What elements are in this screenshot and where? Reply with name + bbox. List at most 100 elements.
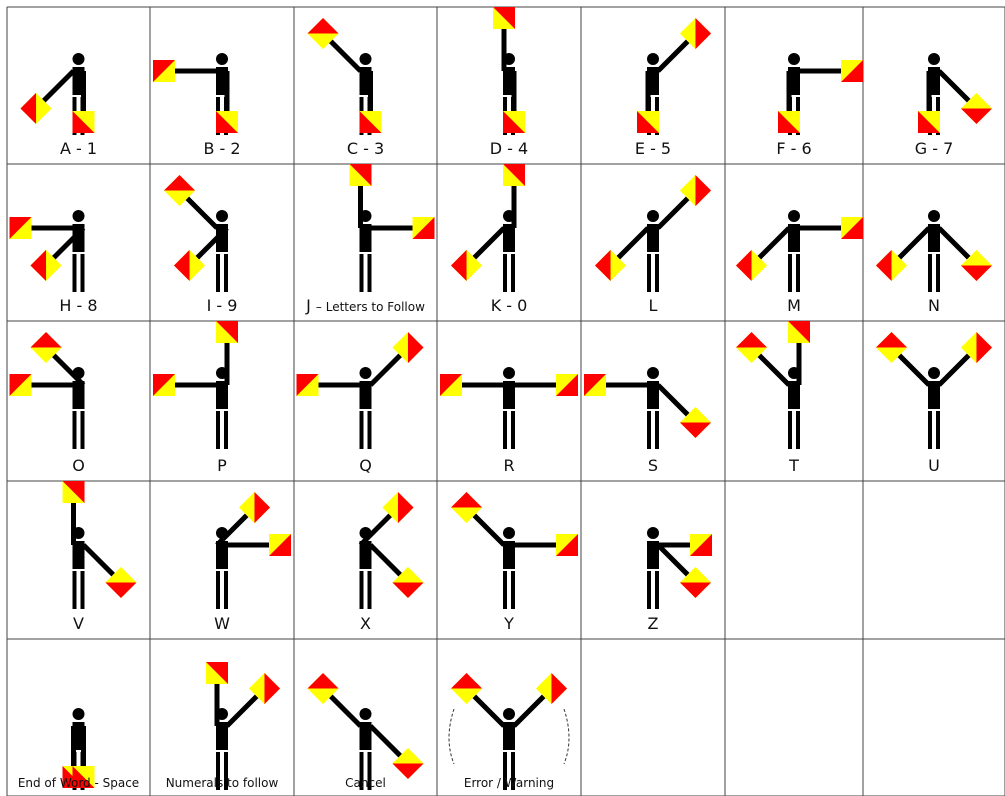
arm [44, 71, 74, 101]
semaphore-cell: M [736, 210, 863, 315]
cells: A - 1B - 2C - 3D - 4E - 5F - 6G - 7H - 8… [10, 7, 993, 790]
semaphore-flag [493, 7, 515, 29]
cell-label: H - 8 [59, 296, 97, 315]
semaphore-cell: Z [647, 527, 712, 633]
figure-leg [73, 254, 77, 292]
arm [514, 696, 544, 726]
semaphore-cell: T [736, 321, 810, 475]
stick-figure [647, 367, 659, 449]
figure-torso [503, 224, 515, 252]
figure-leg [928, 254, 932, 292]
semaphore-flag [556, 534, 578, 556]
figure-head [360, 367, 372, 379]
semaphore-cell: W [214, 492, 291, 633]
semaphore-cell: J – Letters to Follow [305, 164, 434, 315]
figure-torso [360, 224, 372, 252]
arm [474, 228, 504, 258]
semaphore-flag [216, 111, 238, 133]
semaphore-flag [440, 374, 462, 396]
figure-head [928, 210, 940, 222]
cell-label: U [928, 456, 940, 475]
arm [658, 545, 688, 575]
figure-head [647, 367, 659, 379]
semaphore-flag [153, 60, 175, 82]
cell-label: O [72, 456, 85, 475]
figure-head [216, 53, 228, 65]
figure-torso [360, 381, 372, 409]
semaphore-flag [360, 111, 382, 133]
cell-label: G - 7 [915, 139, 954, 158]
semaphore-cell: X [360, 492, 424, 633]
figure-torso [647, 381, 659, 409]
semaphore-flag [63, 481, 85, 503]
cell-label: Numerals to follow [166, 776, 279, 790]
figure-torso [928, 224, 940, 252]
arm [371, 355, 401, 385]
figure-leg [216, 254, 220, 292]
figure-leg [655, 571, 659, 609]
figure-leg [936, 254, 940, 292]
figure-leg [655, 254, 659, 292]
figure-leg [936, 411, 940, 449]
semaphore-flag [841, 60, 863, 82]
cell-label: V [73, 614, 84, 633]
stick-figure [928, 367, 940, 449]
figure-leg [511, 411, 515, 449]
semaphore-cell: Error / Warning [449, 673, 569, 790]
cell-label: End of Word - Space [18, 776, 139, 790]
figure-leg [81, 254, 85, 292]
semaphore-flag [503, 164, 525, 186]
figure-leg [224, 411, 228, 449]
arm [939, 228, 969, 258]
semaphore-flag [350, 164, 372, 186]
figure-leg [81, 571, 85, 609]
semaphore-cell: R [440, 367, 578, 475]
figure-torso [216, 722, 228, 750]
semaphore-flag [10, 374, 32, 396]
figure-leg [216, 411, 220, 449]
semaphore-cell: B - 2 [153, 53, 241, 158]
figure-torso [788, 224, 800, 252]
figure-head [647, 210, 659, 222]
semaphore-flag [584, 374, 606, 396]
arm [939, 71, 969, 101]
semaphore-cell: U [876, 332, 992, 475]
cell-label: D - 4 [490, 139, 528, 158]
figure-torso [503, 722, 515, 750]
stick-figure [73, 210, 85, 292]
semaphore-cell: K - 0 [451, 164, 527, 315]
figure-leg [360, 411, 364, 449]
arm [371, 726, 401, 756]
figure-leg [511, 254, 515, 292]
figure-leg [216, 571, 220, 609]
motion-arrow [564, 709, 569, 764]
semaphore-flag [788, 321, 810, 343]
figure-head [73, 708, 85, 720]
figure-head [216, 210, 228, 222]
semaphore-flag [841, 217, 863, 239]
figure-head [503, 527, 515, 539]
stick-figure [788, 210, 800, 292]
figure-leg [224, 571, 228, 609]
motion-arrow [449, 709, 454, 764]
figure-torso [503, 541, 515, 569]
semaphore-flag [503, 111, 525, 133]
semaphore-flag [778, 111, 800, 133]
figure-head [928, 367, 940, 379]
cell-label: B - 2 [203, 139, 240, 158]
cell-label: C - 3 [347, 139, 384, 158]
cell-label: T [788, 456, 799, 475]
semaphore-cell: D - 4 [490, 7, 528, 158]
arm [187, 198, 217, 228]
semaphore-cell: Q [297, 332, 424, 475]
figure-head [647, 527, 659, 539]
stick-figure [503, 527, 515, 609]
semaphore-flag [637, 111, 659, 133]
stick-figure [647, 210, 659, 292]
figure-leg [368, 254, 372, 292]
stick-figure [503, 367, 515, 449]
figure-head [788, 53, 800, 65]
semaphore-cell: H - 8 [10, 210, 98, 315]
semaphore-cell: End of Word - Space [18, 708, 139, 790]
semaphore-cell: V [63, 481, 137, 633]
